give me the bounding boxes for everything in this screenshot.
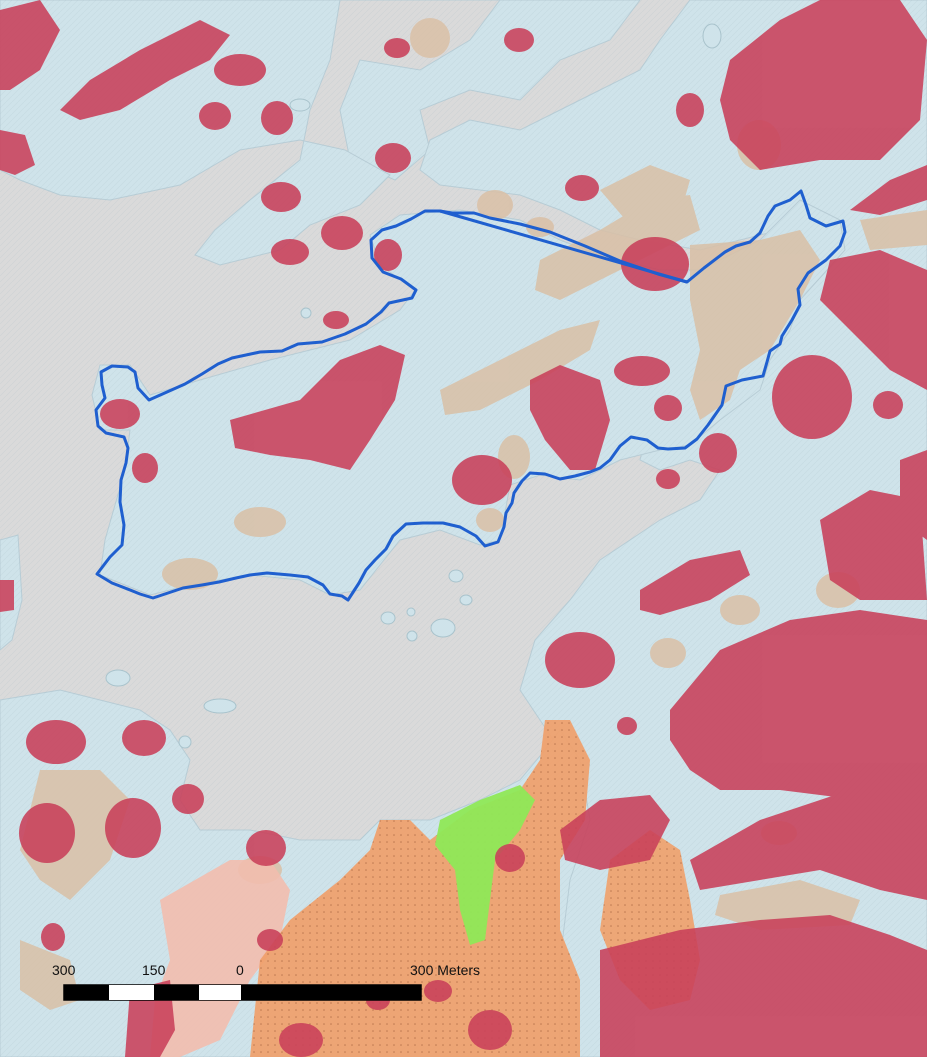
scale-bar	[63, 984, 422, 1001]
scale-label-0: 0	[236, 962, 244, 978]
pink-class-layer	[150, 860, 290, 1057]
green-class-layer	[435, 785, 535, 945]
study-area-boundary	[94, 189, 847, 602]
scale-label-300: 300	[52, 962, 76, 978]
scale-label-150: 150	[142, 962, 166, 978]
boundary-spur	[439, 209, 688, 284]
scale-bar-seg-1	[64, 985, 109, 1000]
scale-bar-seg-5	[241, 985, 421, 1000]
scale-bar-seg-3	[154, 985, 199, 1000]
scale-bar-seg-4	[199, 985, 241, 1000]
scale-label-300-meters: 300 Meters	[410, 962, 481, 978]
scale-bar-seg-2	[109, 985, 154, 1000]
islets-layer	[105, 23, 722, 749]
